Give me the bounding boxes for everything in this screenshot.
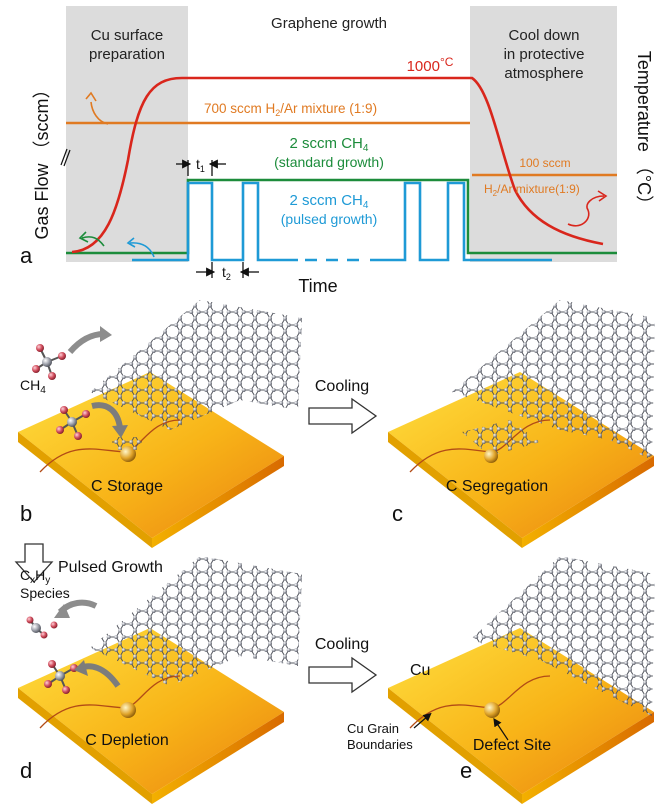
zone-preparation-bg [66, 6, 188, 262]
cooling-label-2: Cooling [315, 636, 369, 653]
ch4-standard-sub: (standard growth) [274, 154, 384, 170]
zone-growth-bg [188, 6, 470, 262]
adsorb-arrow-b1 [67, 331, 105, 355]
label-c-depletion: C Depletion [85, 732, 169, 749]
zone-right-line2: in protective [504, 46, 585, 63]
ch4-molecule-b2 [56, 406, 90, 440]
panel-c: C Segregation c [388, 300, 655, 548]
species-label-2: Species [20, 585, 70, 601]
chxhy-fragment [26, 616, 58, 639]
cooling-arrow-2: Cooling [308, 636, 378, 694]
cu-foil-c-top [388, 372, 654, 538]
t1-label: t1 [196, 156, 205, 174]
zone-left-line2: preparation [89, 46, 165, 63]
ch4-label: CH4 [20, 377, 46, 396]
defect-site-marker [484, 702, 500, 718]
panel-e-letter: e [460, 758, 472, 783]
ar-flow-label: 700 sccm H2/Ar mixture (1:9) [204, 101, 377, 118]
panel-a-letter: a [20, 243, 33, 268]
ch4-pulsed-label: 2 sccm CH4 [290, 192, 369, 211]
ch4-molecule-d [44, 660, 78, 694]
label-c-storage: C Storage [91, 478, 163, 495]
cool-flow-label: 100 sccm [519, 156, 570, 170]
panel-a: Cu surface preparation Graphene growth C… [20, 6, 654, 296]
zone-cooldown-bg [470, 6, 617, 262]
zone-middle-title: Graphene growth [271, 15, 387, 32]
panel-b-letter: b [20, 501, 32, 526]
graphene-sheet-b [90, 300, 302, 430]
ch4-molecule-b1 [32, 344, 66, 380]
grain-boundary-label-1: Cu Grain [347, 721, 399, 736]
label-c-segregation: C Segregation [446, 478, 548, 495]
panel-b: CH4 C Storage b [18, 300, 302, 548]
y-axis-right-label: Temperature （°C） [634, 51, 654, 213]
graphene-sheet-e [470, 556, 655, 716]
pulsed-growth-arrow: Pulsed Growth [14, 543, 163, 583]
cu-label: Cu [410, 662, 430, 679]
cu-foil-e-top [388, 628, 654, 794]
ch4-pulsed-sub: (pulsed growth) [281, 211, 378, 227]
temp-axis-arrow [567, 195, 605, 227]
ar-axis-arrow [90, 101, 109, 125]
ch4-standard-line [66, 178, 617, 255]
segregated-graphene [462, 420, 540, 456]
temperature-label: 1000°C [407, 55, 454, 75]
label-defect-site: Defect Site [473, 737, 551, 754]
zone-right-line3: atmosphere [504, 65, 583, 82]
panel-c-letter: c [392, 501, 403, 526]
cool-mix-label: H2/Ar mixture(1:9) [484, 182, 580, 198]
graphene-sheet-d [90, 556, 302, 686]
temperature-curve [71, 76, 604, 254]
cooling-label-1: Cooling [315, 378, 369, 395]
panel-d-letter: d [20, 758, 32, 783]
zone-left-line1: Cu surface [91, 27, 164, 44]
green-axis-arrow [81, 236, 105, 247]
blue-axis-arrow [129, 242, 155, 258]
x-axis-label: Time [298, 276, 337, 296]
ch4-pulsed-line-right [370, 181, 552, 262]
pulsed-growth-label: Pulsed Growth [58, 559, 163, 576]
cooling-arrow-1: Cooling [308, 378, 378, 435]
adsorb-arrow-b2 [91, 402, 123, 429]
y-axis-left-label: Gas Flow （sccm） [32, 80, 52, 239]
graphene-sheet-c [452, 300, 655, 460]
panel-e: Cu Cu Grain Boundaries Defect Site e [347, 556, 655, 804]
t2-label: t2 [222, 264, 231, 282]
ch4-standard-label: 2 sccm CH4 [290, 135, 369, 154]
zone-right-line1: Cool down [509, 27, 580, 44]
panel-d: CxHy Species C Depletion d [18, 556, 302, 804]
species-label: CxHy [20, 567, 50, 586]
ch4-pulsed-line-left [132, 181, 298, 262]
grain-boundary-label-2: Boundaries [347, 737, 413, 752]
